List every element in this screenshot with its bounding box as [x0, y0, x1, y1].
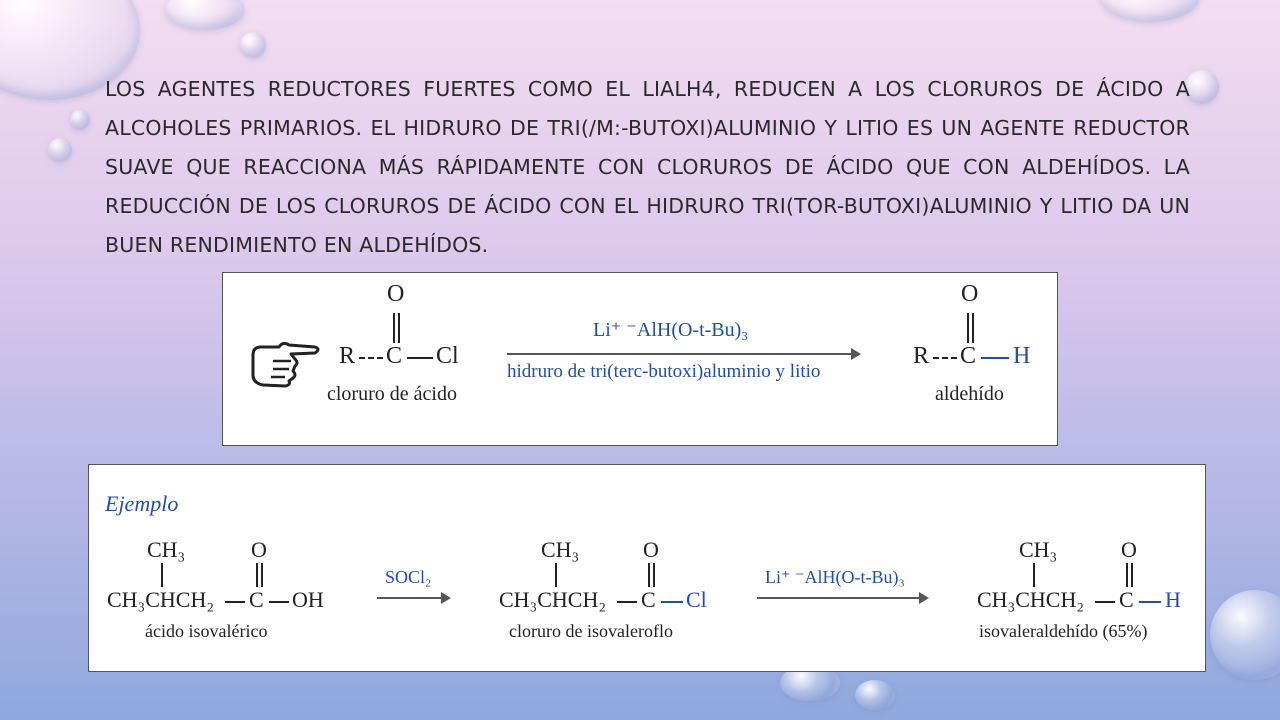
aldehyde-bond [1095, 601, 1115, 603]
reagent-formula: Li⁺ ⁻AlH(O-t-Bu)₃ [593, 319, 749, 341]
acid-double-bond [261, 563, 263, 587]
acid-oxygen: O [251, 537, 267, 562]
reactant-r-group: R [339, 343, 356, 369]
aldehyde-chain: CH₃CHCH₂ [977, 587, 1085, 612]
reactant-bond [407, 357, 433, 359]
product-double-bond [967, 313, 969, 343]
reactant-bond [359, 357, 383, 359]
decorative-bubble [48, 138, 72, 162]
acid-bond [269, 601, 289, 603]
chloride-carbon: C [641, 587, 656, 612]
example-panel: Ejemplo CH₃ O CH₃CHCH₂ C OH ácido isoval… [88, 464, 1206, 672]
reactant-label: cloruro de ácido [327, 383, 457, 405]
reaction-arrow-1 [377, 592, 451, 604]
reagent-name: hidruro de tri(terc-butoxi)aluminio y li… [507, 361, 821, 382]
reaction-scheme-panel: O R C Cl cloruro de ácido Li⁺ ⁻AlH(O-t-B… [222, 272, 1058, 446]
decorative-bubble [1185, 70, 1219, 104]
example-heading: Ejemplo [105, 491, 179, 516]
aldehyde-methyl: CH₃ [1019, 537, 1058, 562]
chloride-double-bond [653, 563, 655, 587]
chloride-bond [661, 601, 683, 603]
chloride-methyl: CH₃ [541, 537, 580, 562]
chloride-bond [617, 601, 637, 603]
decorative-bubble [165, 0, 245, 30]
aldehyde-double-bond [1131, 563, 1133, 587]
product-r-group: R [913, 343, 930, 369]
decorative-bubble [240, 32, 266, 58]
aldehyde-oxygen: O [1121, 537, 1137, 562]
acid-branch-bond [161, 563, 163, 587]
decorative-bubble [1210, 590, 1280, 680]
chloride-double-bond [648, 563, 650, 587]
reaction-arrow [507, 348, 861, 360]
aldehyde-branch-bond [1033, 563, 1035, 587]
reagent1-label: SOCl₂ [385, 567, 432, 587]
pointing-hand-icon [251, 341, 320, 388]
reaction-arrow-2 [757, 592, 929, 604]
chloride-oxygen: O [643, 537, 659, 562]
intro-paragraph: Los agentes reductores fuertes como el L… [105, 77, 1190, 257]
aldehyde-label: isovaleraldehído (65%) [979, 621, 1148, 641]
product-carbon: C [960, 343, 977, 369]
product-double-bond [972, 313, 974, 343]
chloride-chain: CH₃CHCH₂ [499, 587, 607, 612]
decorative-bubble [70, 110, 90, 130]
reagent2-label: Li⁺ ⁻AlH(O-t-Bu)₃ [765, 567, 905, 587]
product-bond [933, 357, 957, 359]
acid-methyl: CH₃ [147, 537, 186, 562]
aldehyde-double-bond [1126, 563, 1128, 587]
acid-carbon: C [249, 587, 264, 612]
acid-end-group: OH [292, 587, 324, 612]
aldehyde-bond [1139, 601, 1161, 603]
reactant-carbon: C [386, 343, 403, 369]
reactant-chlorine: Cl [436, 343, 459, 369]
chloride-end-group: Cl [686, 587, 707, 612]
decorative-bubble [855, 680, 895, 710]
acid-label: ácido isovalérico [145, 621, 268, 641]
product-hydrogen: H [1013, 343, 1031, 369]
reactant-double-bond [393, 313, 395, 343]
aldehyde-carbon: C [1119, 587, 1134, 612]
aldehyde-end-group: H [1165, 587, 1181, 612]
reactant-oxygen: O [387, 281, 405, 307]
product-oxygen: O [961, 281, 979, 307]
decorative-bubble [1100, 0, 1200, 22]
product-bond [981, 357, 1009, 359]
chloride-label: cloruro de isovaleroflo [509, 621, 673, 641]
reactant-double-bond [398, 313, 400, 343]
product-label: aldehído [935, 383, 1004, 405]
chloride-branch-bond [555, 563, 557, 587]
acid-double-bond [256, 563, 258, 587]
acid-bond [225, 601, 245, 603]
acid-chain: CH₃CHCH₂ [107, 587, 215, 612]
